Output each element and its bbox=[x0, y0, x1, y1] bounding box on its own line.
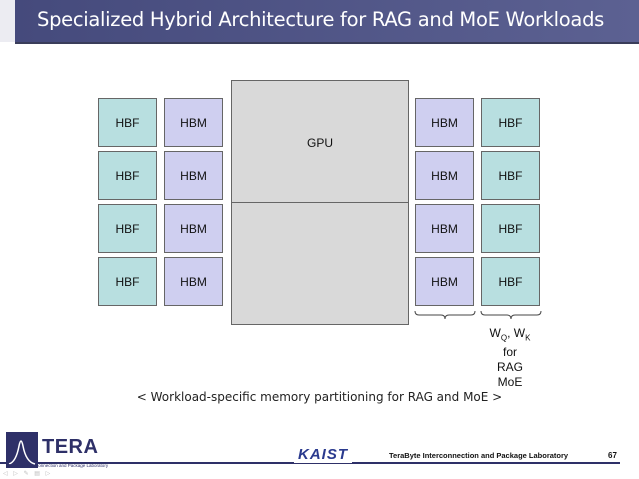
hbf-block-right-4: HBF bbox=[481, 257, 540, 306]
hbm-block-right-1: HBM bbox=[415, 98, 474, 147]
hbm-block-left-1: HBM bbox=[164, 98, 223, 147]
slide-nav-icons[interactable]: ◁ ▷ ✎ ▤ ▷ bbox=[3, 471, 53, 477]
hbf-block-left-4: HBF bbox=[98, 257, 157, 306]
tera-logo-text: TERA bbox=[42, 436, 99, 458]
hbm-block-right-2: HBM bbox=[415, 151, 474, 200]
hbm-block-left-2: HBM bbox=[164, 151, 223, 200]
gpu-block-bottom bbox=[231, 202, 409, 325]
gpu-block-top: GPU bbox=[231, 80, 409, 203]
hbf-block-right-3: HBF bbox=[481, 204, 540, 253]
tera-logo-icon bbox=[6, 432, 38, 468]
tera-logo-subtitle: TeraByte Interconnection and Package Lab… bbox=[8, 463, 109, 468]
hbf-block-left-1: HBF bbox=[98, 98, 157, 147]
annotation-rag: RAG bbox=[496, 360, 523, 375]
hbf-block-right-2: HBF bbox=[481, 151, 540, 200]
hbm-block-right-3: HBM bbox=[415, 204, 474, 253]
brace-hbm-right bbox=[414, 310, 476, 320]
annotation-moe: MoE bbox=[497, 375, 523, 390]
hbm-block-left-3: HBM bbox=[164, 204, 223, 253]
hbm-block-right-4: HBM bbox=[415, 257, 474, 306]
annotation-for: for bbox=[502, 345, 517, 360]
title-bar: Specialized Hybrid Architecture for RAG … bbox=[15, 0, 639, 44]
hbm-block-left-4: HBM bbox=[164, 257, 223, 306]
lab-name: TeraByte Interconnection and Package Lab… bbox=[389, 451, 569, 460]
figure-caption: < Workload-specific memory partitioning … bbox=[136, 390, 503, 404]
footer-divider bbox=[0, 462, 620, 464]
brace-hbf-right bbox=[480, 310, 542, 320]
kaist-logo: KAIST bbox=[294, 446, 352, 463]
hbf-block-left-3: HBF bbox=[98, 204, 157, 253]
hbf-block-right-1: HBF bbox=[481, 98, 540, 147]
hbf-annotation: WQ, WK for RAG MoE bbox=[480, 326, 540, 390]
page-number: 67 bbox=[608, 451, 617, 460]
annotation-weights: WQ, WK bbox=[489, 326, 531, 343]
hbf-block-left-2: HBF bbox=[98, 151, 157, 200]
slide-title: Specialized Hybrid Architecture for RAG … bbox=[37, 8, 605, 31]
title-left-strip bbox=[0, 0, 15, 42]
